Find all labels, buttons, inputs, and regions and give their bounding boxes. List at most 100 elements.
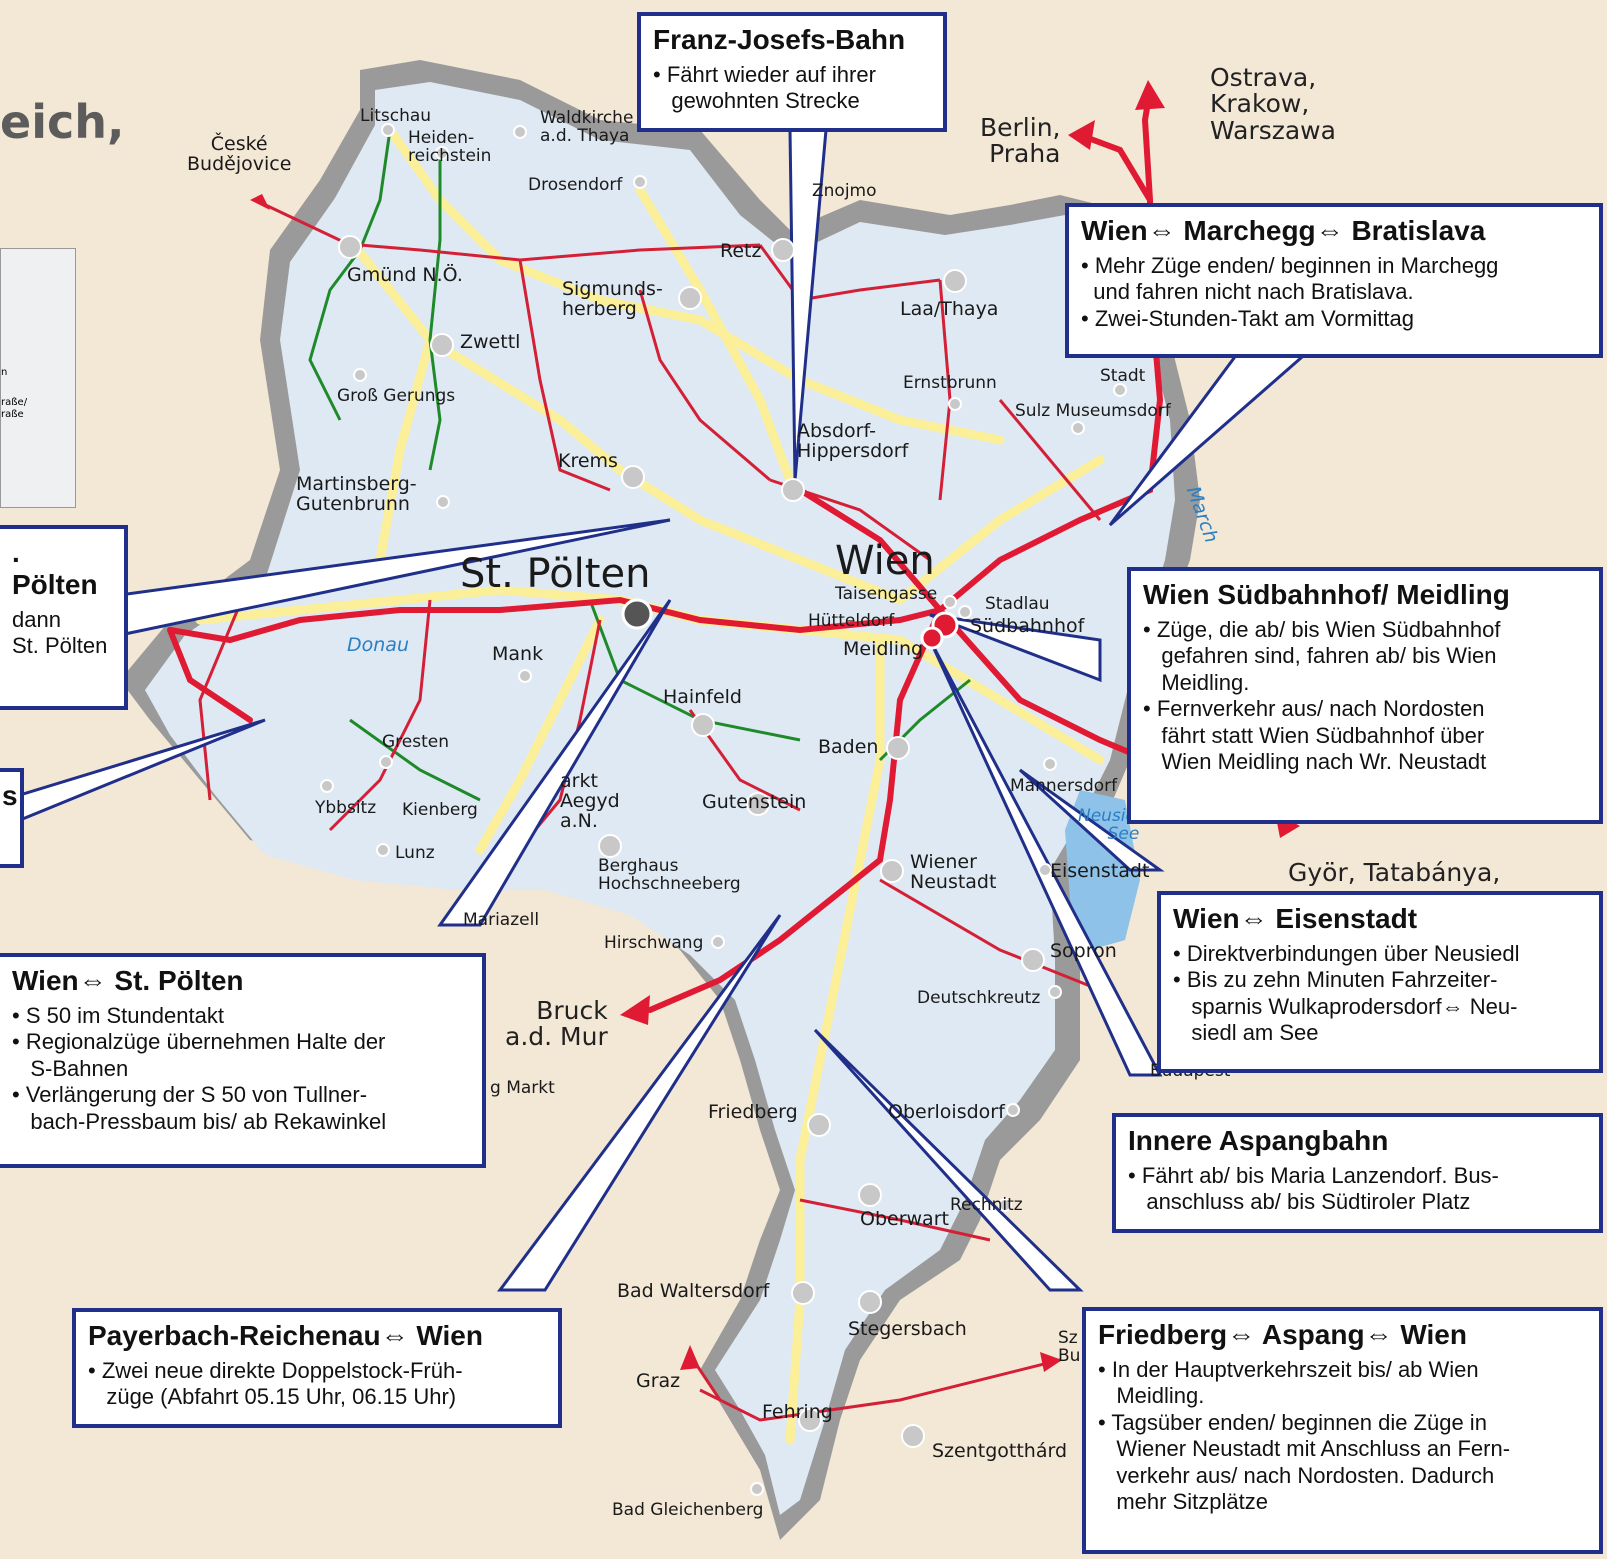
callout-line: S-Bahnen bbox=[12, 1055, 129, 1081]
legend-fragment: n raße/ raße bbox=[0, 248, 76, 508]
city-label-ybbsitz: Ybbsitz bbox=[315, 798, 377, 818]
callout-friedberg: Friedberg⇔ Aspang⇔ Wien • In der Hauptve… bbox=[1082, 1307, 1603, 1554]
callout-title: Innere Aspangbahn bbox=[1128, 1125, 1389, 1156]
external-label-graz: Graz bbox=[636, 1370, 681, 1392]
callout-line: Meidling. bbox=[1143, 669, 1250, 695]
city-label-martinsberg: Martinsberg- Gutenbrunn bbox=[296, 473, 417, 515]
callout-line: • In der Hauptverkehrszeit bis/ ab Wien bbox=[1098, 1357, 1479, 1382]
water-label-donau: Donau bbox=[347, 634, 409, 656]
callout-line: • Zwei-Stunden-Takt am Vormittag bbox=[1081, 305, 1414, 331]
callout-line: dann bbox=[12, 607, 61, 632]
city-label-szentgotthard: Szentgotthárd bbox=[932, 1440, 1068, 1462]
city-label-grossgerungs: Groß Gerungs bbox=[337, 386, 456, 406]
city-label-mannersdorf: Mannersdorf bbox=[1010, 776, 1118, 796]
callout-title: Franz-Josefs-Bahn bbox=[653, 24, 906, 55]
city-label-gmarkt: g Markt bbox=[490, 1078, 555, 1098]
callout-line: • Tagsüber enden/ beginnen die Züge in bbox=[1098, 1409, 1487, 1435]
external-label-gyor: Györ, Tatabánya, bbox=[1288, 858, 1501, 887]
callout-line: Meidling. bbox=[1098, 1383, 1205, 1409]
city-label-kienberg: Kienberg bbox=[402, 800, 478, 820]
city-label-sulz: Sulz Museumsdorf bbox=[1015, 401, 1171, 421]
callout-franz-josefs-bahn: Franz-Josefs-Bahn • Fährt wieder auf ihr… bbox=[637, 12, 947, 132]
city-label-rechnitz: Rechnitz bbox=[950, 1195, 1023, 1215]
city-label-heidenreichstein: Heiden- reichstein bbox=[408, 128, 492, 166]
city-label-absdorf: Absdorf- Hippersdorf bbox=[797, 420, 909, 462]
callout-line: fährt statt Wien Südbahnhof über bbox=[1143, 722, 1485, 748]
callout-marchegg: Wien⇔ Marchegg⇔ Bratislava • Mehr Züge e… bbox=[1065, 203, 1603, 358]
callout-line: bach-Pressbaum bis/ ab Rekawinkel bbox=[12, 1108, 387, 1134]
city-label-znojmo: Znojmo bbox=[812, 181, 877, 201]
city-label-suedbahnhof: Südbahnhof bbox=[970, 615, 1085, 637]
page-title-fragment: eich, bbox=[0, 95, 125, 149]
city-label-berghaus: Berghaus Hochschneeberg bbox=[598, 856, 741, 894]
callout-stpoelten-left: . Pölten dann St. Pölten bbox=[0, 525, 128, 710]
city-label-laa: Laa/Thaya bbox=[900, 298, 999, 320]
station-markers bbox=[320, 123, 1127, 1496]
callout-title: Wien⇔ St. Pölten bbox=[12, 965, 244, 996]
city-label-drosendorf: Drosendorf bbox=[528, 175, 623, 195]
callout-line: mehr Sitzplätze bbox=[1098, 1488, 1268, 1514]
callout-title: Payerbach-Reichenau⇔ Wien bbox=[88, 1320, 483, 1351]
city-label-oberloisdorf: Oberloisdorf bbox=[888, 1101, 1005, 1123]
arrow-line-ceske bbox=[254, 198, 351, 247]
callout-line: St. Pölten bbox=[12, 633, 108, 659]
city-label-deutschkreutz: Deutschkreutz bbox=[917, 988, 1041, 1008]
city-label-stegersbach: Stegersbach bbox=[848, 1318, 967, 1340]
city-label-oberwart: Oberwart bbox=[860, 1208, 949, 1230]
callout-line: siedl am See bbox=[1173, 1020, 1319, 1046]
arrow-line-graz bbox=[688, 1354, 722, 1401]
city-label-zwettl: Zwettl bbox=[460, 331, 521, 353]
city-label-sopron: Sopron bbox=[1050, 940, 1117, 962]
callout-title: . Pölten bbox=[12, 537, 98, 600]
city-label-hainfeld: Hainfeld bbox=[663, 686, 742, 708]
stpoelten-marker bbox=[621, 598, 653, 630]
city-label-meidling: Meidling bbox=[843, 638, 924, 660]
callout-line: • Mehr Züge enden/ beginnen in Marchegg bbox=[1081, 253, 1499, 278]
callout-line: • Verlängerung der S 50 von Tullner- bbox=[12, 1082, 368, 1108]
city-label-badwaltersdorf: Bad Waltersdorf bbox=[617, 1280, 770, 1302]
city-label-litschau: Litschau bbox=[360, 106, 432, 126]
city-label-eisenstadt: Eisenstadt bbox=[1050, 860, 1150, 882]
city-label-lunz: Lunz bbox=[395, 843, 435, 863]
callout-line: • Fährt ab/ bis Maria Lanzendorf. Bus- bbox=[1128, 1163, 1499, 1188]
callout-line: züge (Abfahrt 05.15 Uhr, 06.15 Uhr) bbox=[88, 1384, 457, 1410]
external-label-bruck: Bruck a.d. Mur bbox=[505, 996, 608, 1052]
callout-title: Wien⇔ Marchegg⇔ Bratislava bbox=[1081, 215, 1486, 246]
callout-wedges bbox=[18, 128, 1314, 1292]
city-label-fehring: Fehring bbox=[762, 1401, 833, 1423]
callout-line: • Fährt wieder auf ihrer bbox=[653, 62, 876, 87]
callout-line: anschluss ab/ bis Südtiroler Platz bbox=[1128, 1189, 1471, 1215]
city-label-stpoelten: St. Pölten bbox=[460, 551, 651, 597]
callout-wien-stpoelten: Wien⇔ St. Pölten • S 50 im Stundentakt •… bbox=[0, 953, 486, 1168]
city-label-sz: Sz Bu bbox=[1058, 1328, 1081, 1366]
callout-line: Wien Meidling nach Wr. Neustadt bbox=[1143, 748, 1487, 774]
city-label-stadt: Stadt bbox=[1100, 366, 1146, 386]
callout-line: • Bis zu zehn Minuten Fahrzeiter- bbox=[1173, 967, 1498, 993]
city-label-stadlau: Stadlau bbox=[985, 594, 1050, 614]
neusiedler-see bbox=[1065, 790, 1140, 950]
callout-line: sparnis Wulkaprodersdorf⇔ Neu- bbox=[1173, 993, 1518, 1019]
external-label-ceske: České Budějovice bbox=[187, 133, 292, 175]
city-label-wienerneustadt: Wiener Neustadt bbox=[910, 851, 997, 893]
callout-line: • Zwei neue direkte Doppelstock-Früh- bbox=[88, 1358, 463, 1383]
callout-aspangbahn: Innere Aspangbahn • Fährt ab/ bis Maria … bbox=[1112, 1113, 1603, 1233]
city-label-krems: Krems bbox=[558, 450, 618, 472]
city-label-gmuend: Gmünd N.Ö. bbox=[347, 264, 463, 286]
legend-line: raße/ bbox=[1, 397, 28, 408]
city-label-huetteldorf: Hütteldorf bbox=[808, 611, 895, 631]
callout-title: Wien⇔ Eisenstadt bbox=[1173, 903, 1418, 934]
city-label-badgleichenberg: Bad Gleichenberg bbox=[612, 1500, 764, 1520]
legend-line: raße bbox=[1, 409, 24, 420]
callout-suedbahnhof: Wien Südbahnhof/ Meidling • Züge, die ab… bbox=[1127, 567, 1603, 824]
city-label-hirschwang: Hirschwang bbox=[604, 933, 704, 953]
callout-line: • Direktverbindungen über Neusiedl bbox=[1173, 941, 1520, 966]
city-label-markt-aegyd: arkt Aegyd a.N. bbox=[560, 770, 620, 832]
city-label-waldkirchen: Waldkirche a.d. Thaya bbox=[540, 108, 634, 146]
city-label-gutenstein: Gutenstein bbox=[702, 791, 807, 813]
callout-line: verkehr aus/ nach Nordosten. Dadurch bbox=[1098, 1462, 1495, 1488]
callout-title: s bbox=[2, 780, 18, 811]
city-label-baden: Baden bbox=[818, 736, 879, 758]
city-label-sigmundsherberg: Sigmunds- herberg bbox=[562, 278, 663, 320]
city-label-gresten: Gresten bbox=[382, 732, 450, 752]
